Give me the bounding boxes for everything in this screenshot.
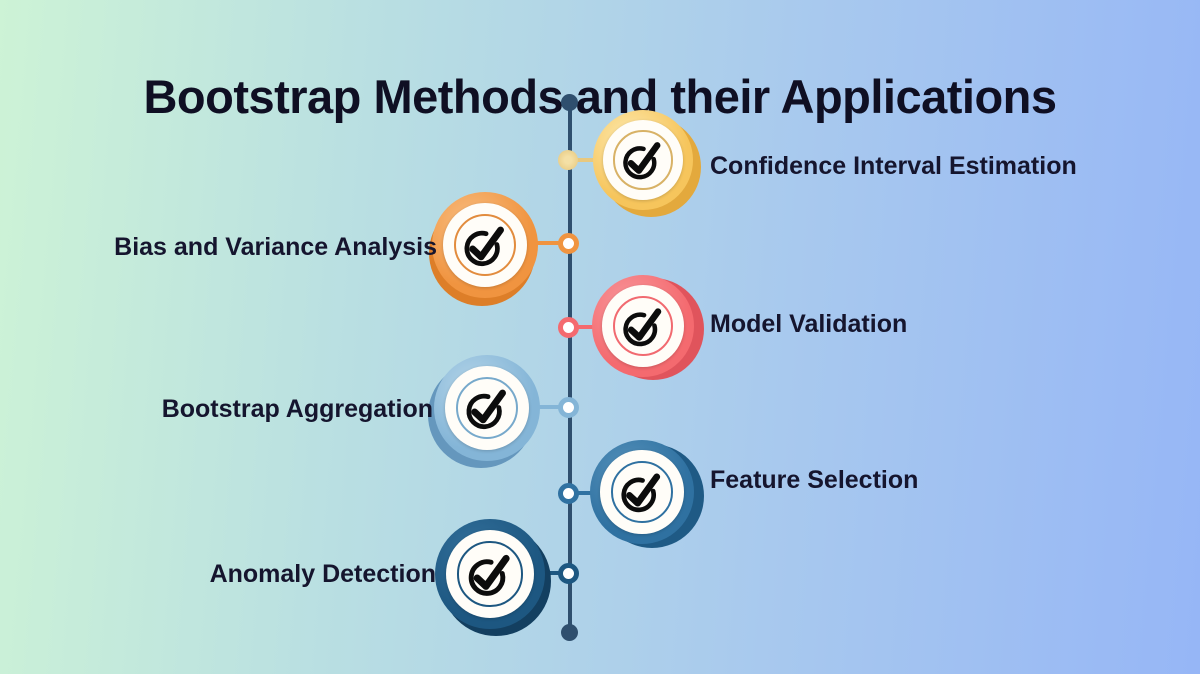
node-label: Model Validation [710, 310, 908, 338]
check-badge [593, 110, 701, 217]
check-badge [592, 275, 704, 380]
connector-line [533, 241, 560, 245]
timeline-line [568, 102, 572, 632]
badge-inner-ring [611, 461, 673, 523]
connector-line [576, 491, 594, 495]
check-circle-icon [623, 142, 661, 180]
badge-shadow [428, 362, 534, 468]
badge-circle [593, 110, 693, 210]
badge-inner-ring [455, 376, 519, 440]
check-circle-icon [468, 554, 510, 596]
node-label: Bootstrap Aggregation [161, 395, 433, 423]
node-label: Bias and Variance Analysis [114, 233, 437, 261]
badge-shadow [601, 117, 701, 217]
badge-circle [590, 440, 694, 544]
check-circle-icon [623, 308, 661, 346]
badge-inner-ring [453, 213, 517, 277]
badge-shadow [441, 526, 551, 636]
node-label: Anomaly Detection [209, 560, 436, 588]
check-badge [590, 440, 704, 548]
badge-circle [432, 192, 538, 298]
timeline-end-dot [561, 624, 578, 641]
badge-inner-disc [603, 120, 683, 200]
node-label: Confidence Interval Estimation [710, 152, 1077, 180]
check-circle-icon [464, 226, 504, 266]
badge-inner-ring [612, 295, 674, 357]
check-badge [435, 519, 551, 636]
connector-line [538, 405, 560, 409]
badge-inner-ring [613, 130, 673, 190]
badge-inner-ring [457, 541, 523, 607]
connector-line [576, 325, 596, 329]
node-label: Feature Selection [710, 466, 919, 494]
timeline-start-dot [561, 94, 578, 111]
connector-line [542, 571, 560, 575]
badge-shadow [600, 444, 704, 548]
badge-inner-disc [444, 365, 530, 451]
badge-circle [434, 355, 540, 461]
badge-inner-disc [442, 202, 528, 288]
badge-inner-disc [602, 285, 684, 367]
badge-inner-disc [600, 450, 684, 534]
badge-shadow [429, 200, 535, 306]
badge-circle [592, 275, 694, 377]
check-badge [428, 355, 540, 468]
check-circle-icon [466, 389, 506, 429]
connector-line [570, 158, 598, 162]
page-title: Bootstrap Methods and their Applications [143, 70, 1057, 124]
badge-shadow [602, 278, 704, 380]
check-circle-icon [621, 473, 661, 513]
badge-inner-disc [446, 530, 534, 618]
check-badge [429, 192, 538, 306]
badge-circle [435, 519, 545, 629]
